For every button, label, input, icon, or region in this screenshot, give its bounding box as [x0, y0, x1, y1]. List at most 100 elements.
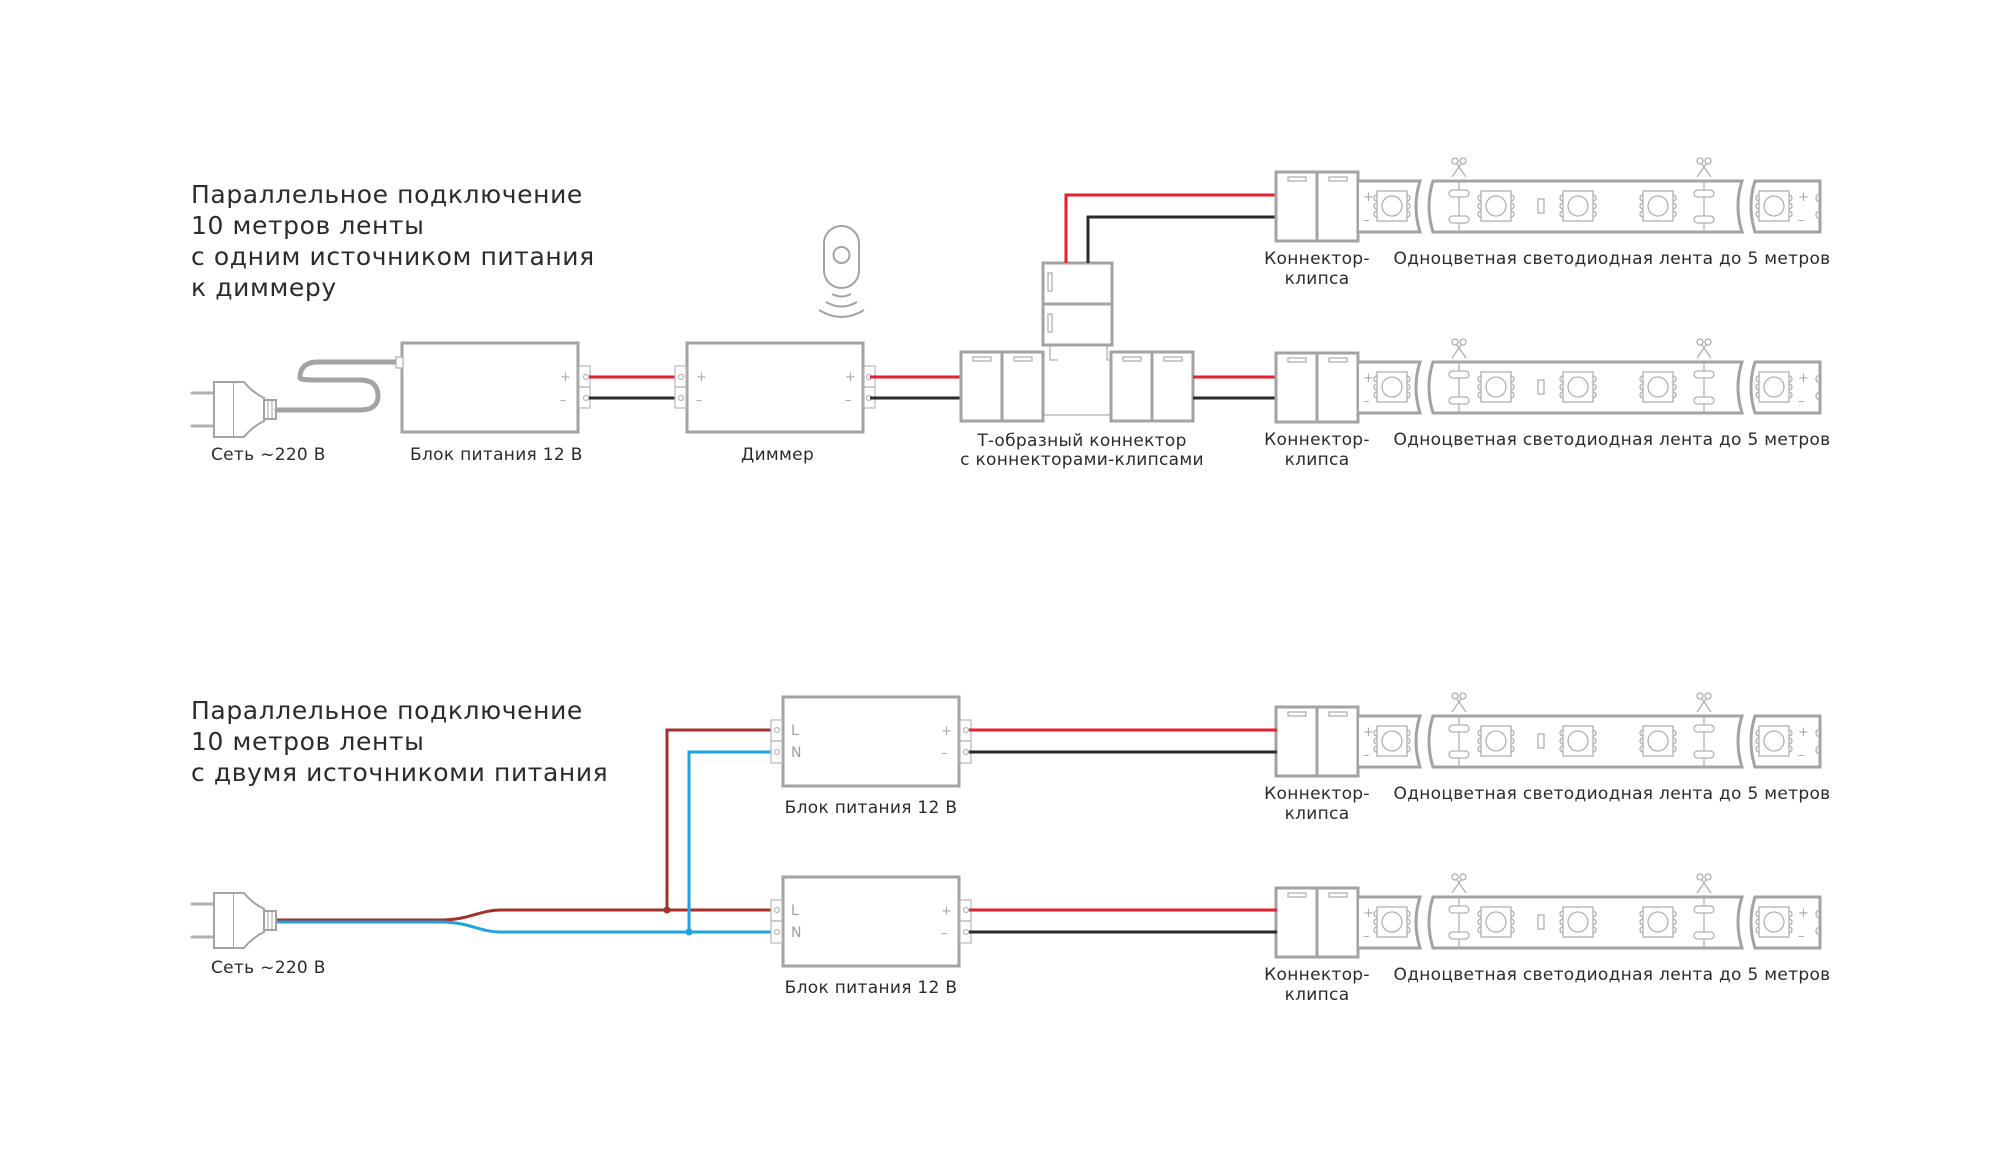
section-1-title-line-1: Параллельное подключение	[191, 180, 583, 209]
minus-sign: –	[560, 393, 567, 408]
psu-label: Блок питания 12 В	[785, 978, 958, 998]
minus-sign: –	[1363, 748, 1370, 763]
dimmer: + – + –	[674, 341, 876, 434]
power-cord	[274, 359, 401, 413]
section-2-title-line-2: 10 метров ленты	[191, 727, 424, 756]
clip-connector-label-line-2: клипса	[1285, 804, 1350, 824]
led-chip-icon	[1559, 190, 1597, 222]
minus-sign: –	[1798, 394, 1805, 409]
cut-mark-scissors-icon	[1451, 338, 1467, 359]
minus-sign: –	[941, 926, 948, 941]
led-chip-icon	[1477, 725, 1515, 757]
terminal-label-l: L	[791, 723, 799, 739]
cut-mark-scissors-icon	[1451, 692, 1467, 713]
plus-sign: +	[1363, 725, 1374, 740]
plus-sign: +	[1363, 371, 1374, 386]
terminal-label-n: N	[791, 925, 801, 941]
minus-sign: –	[1798, 929, 1805, 944]
minus-sign: –	[696, 393, 703, 408]
minus-sign: –	[1363, 394, 1370, 409]
clip-connector	[1274, 351, 1360, 424]
led-chip-icon	[1559, 906, 1597, 938]
plus-sign: +	[941, 904, 952, 919]
led-strip-label: Одноцветная светодиодная лента до 5 метр…	[1394, 965, 1831, 985]
led-strip-label: Одноцветная светодиодная лента до 5 метр…	[1394, 249, 1831, 269]
led-chip-icon	[1477, 906, 1515, 938]
led-chip-icon	[1373, 725, 1411, 757]
led-chip-icon	[1755, 190, 1793, 222]
plus-sign: +	[560, 370, 571, 385]
led-chip-icon	[1373, 190, 1411, 222]
plus-sign: +	[1798, 906, 1809, 921]
dimmer-label: Диммер	[741, 445, 814, 465]
section-2-title: Параллельное подключение 10 метров ленты…	[191, 696, 608, 787]
minus-sign: –	[1363, 213, 1370, 228]
clip-connector-label-line-1: Коннектор-	[1264, 784, 1370, 804]
clip-connector-label-line-1: Коннектор-	[1264, 965, 1370, 985]
led-strip-assembly: + – + – Коннектор-клипса Одноцветная светодио…	[1264, 873, 1831, 1005]
led-strip-assembly: + – + – Коннектор-клипса Одноцветная светодио…	[1264, 338, 1831, 470]
led-chip-icon	[1639, 190, 1677, 222]
clip-connector-label-line-2: клипса	[1285, 985, 1350, 1005]
mains-plug-icon	[190, 892, 277, 949]
plus-sign: +	[696, 370, 707, 385]
minus-sign: –	[1798, 213, 1805, 228]
t-connector-label-line-1: Т-образный коннектор	[976, 431, 1186, 451]
mains-label: Сеть ~220 В	[211, 445, 326, 465]
minus-sign: –	[845, 393, 852, 408]
clip-connector-label-line-2: клипса	[1285, 450, 1350, 470]
led-chip-icon	[1559, 371, 1597, 403]
led-chip-icon	[1755, 725, 1793, 757]
mains-plug-icon	[190, 381, 277, 438]
psu-label: Блок питания 12 В	[785, 798, 958, 818]
section-1-title-line-4: к диммеру	[191, 273, 337, 302]
terminal-label-l: L	[791, 903, 799, 919]
cut-mark-scissors-icon	[1451, 873, 1467, 894]
led-strip-label: Одноцветная светодиодная лента до 5 метр…	[1394, 430, 1831, 450]
cut-mark-scissors-icon	[1451, 157, 1467, 178]
led-chip-icon	[1477, 190, 1515, 222]
led-chip-icon	[1639, 371, 1677, 403]
mains-label: Сеть ~220 В	[211, 958, 326, 978]
remote-control-icon	[818, 225, 865, 318]
clip-connector-label-line-1: Коннектор-	[1264, 249, 1370, 269]
clip-connector	[1274, 705, 1360, 778]
cut-mark-scissors-icon	[1696, 338, 1712, 359]
clip-connector-label-line-2: клипса	[1285, 269, 1350, 289]
section-1-title-line-2: 10 метров ленты	[191, 211, 424, 240]
plus-sign: +	[845, 370, 856, 385]
plus-sign: +	[1363, 906, 1374, 921]
led-chip-icon	[1373, 371, 1411, 403]
psu-label: Блок питания 12 В	[410, 445, 583, 465]
led-strip-label: Одноцветная светодиодная лента до 5 метр…	[1394, 784, 1831, 804]
plus-sign: +	[1363, 190, 1374, 205]
power-supply-unit: LN + – Блок питания 12 В	[770, 875, 1277, 998]
minus-sign: –	[1363, 929, 1370, 944]
plus-sign: +	[1798, 190, 1809, 205]
power-supply-unit: LN+–Блок питания 12 В	[770, 695, 1277, 818]
plus-sign: +	[1798, 725, 1809, 740]
led-chip-icon	[1755, 906, 1793, 938]
t-connector-label-line-2: с коннекторами-клипсами	[960, 450, 1204, 470]
section-1-title: Параллельное подключение 10 метров ленты…	[191, 180, 595, 302]
section-2-title-line-3: с двумя источникоми питания	[191, 758, 608, 787]
led-chip-icon	[1639, 906, 1677, 938]
led-chip-icon	[1373, 906, 1411, 938]
plus-sign: +	[1798, 371, 1809, 386]
led-chip-icon	[1639, 725, 1677, 757]
section-1-title-line-3: с одним источником питания	[191, 242, 595, 271]
clip-connector-label-line-1: Коннектор-	[1264, 430, 1370, 450]
section-2-title-line-1: Параллельное подключение	[191, 696, 583, 725]
clip-connector	[1274, 886, 1360, 959]
led-chip-icon	[1559, 725, 1597, 757]
neutral-wire	[277, 920, 780, 934]
led-chip-icon	[1477, 371, 1515, 403]
plus-sign: +	[941, 724, 952, 739]
cut-mark-scissors-icon	[1696, 873, 1712, 894]
power-supply-unit: + –	[395, 341, 591, 434]
led-chip-icon	[1755, 371, 1793, 403]
minus-sign: –	[941, 746, 948, 761]
